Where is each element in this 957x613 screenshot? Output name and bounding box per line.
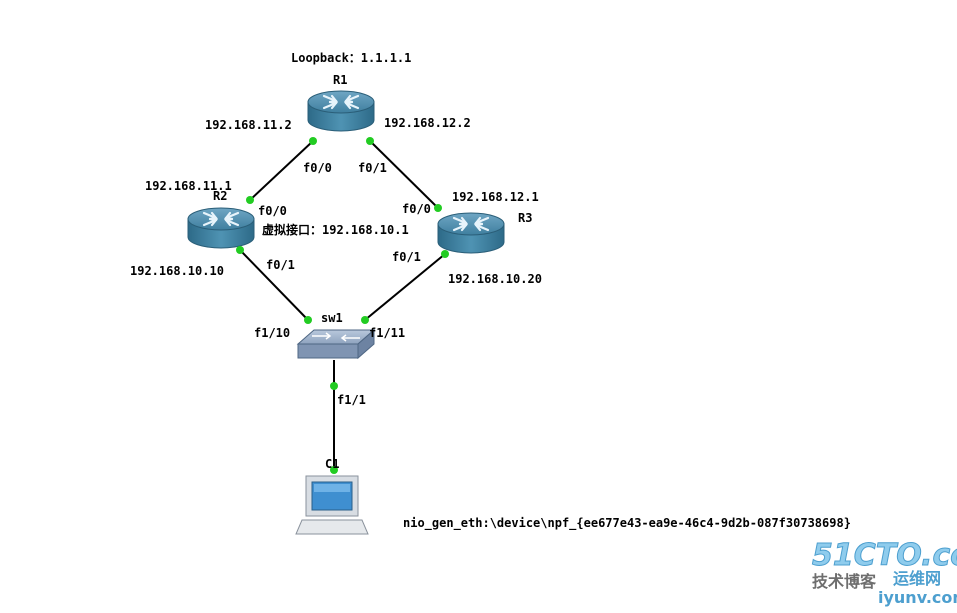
ip-r3-f00: 192.168.12.1 [452,190,539,204]
port-sw-f111: f1/11 [369,326,405,340]
watermark: 51CTO.com 技术博客 运维网 iyunv.com [812,538,957,608]
port-dot-r1-f00 [309,137,317,145]
link-r1-r2 [249,140,314,201]
switch-icon [296,328,376,360]
port-r1-f00: f0/0 [303,161,332,175]
c1-nio-label: nio_gen_eth:\device\npf_{ee677e43-ea9e-4… [403,516,851,531]
watermark-url: iyunv.com [878,588,957,607]
watermark-site: 运维网 [893,569,941,588]
router-r2[interactable] [186,206,256,250]
port-r1-f01: f0/1 [358,161,387,175]
r1-name-label: R1 [333,73,347,87]
port-dot-sw-f110 [304,316,312,324]
router-r1[interactable] [306,89,376,133]
ip-r3-f01: 192.168.10.20 [448,272,542,286]
ip-r1-f01: 192.168.12.2 [384,116,471,130]
port-dot-c1 [330,466,338,474]
watermark-text: 技术博客 [812,572,877,591]
host-c1[interactable] [295,475,369,535]
link-r2-sw1 [239,249,309,321]
port-r2-f00: f0/0 [258,204,287,218]
port-r3-f01: f0/1 [392,250,421,264]
link-r1-r3 [369,140,439,209]
ip-r2-f00: 192.168.11.1 [145,179,232,193]
r3-name-label: R3 [518,211,532,225]
router-r3[interactable] [436,211,506,255]
computer-icon [295,475,369,535]
links [239,140,446,470]
c1-name-label: C1 [325,457,339,471]
r2-virtual-label: 虚拟接口：192.168.10.1 [262,222,409,237]
r1-loopback-label: Loopback：1.1.1.1 [291,51,411,65]
router-icon [436,211,506,255]
router-icon [306,89,376,133]
port-dot-r3-f00 [434,204,442,212]
port-dot-r1-f01 [366,137,374,145]
port-dot-r3-f01 [441,250,449,258]
port-dot-sw-f11 [330,382,338,390]
switch-sw1[interactable] [296,328,376,360]
port-dots [236,137,449,474]
sw1-name-label: sw1 [321,311,343,325]
port-dot-sw-f111 [361,316,369,324]
ip-r1-f00: 192.168.11.2 [205,118,292,132]
router-icon [186,206,256,250]
ip-r2-f01: 192.168.10.10 [130,264,224,278]
port-r3-f00: f0/0 [402,202,431,216]
port-dot-r2-f01 [236,246,244,254]
r2-name-label: R2 [213,189,227,203]
port-sw-f11: f1/1 [337,393,366,407]
port-sw-f110: f1/10 [254,326,290,340]
watermark-brand: 51CTO.com [812,538,957,573]
link-r3-sw1 [364,253,446,321]
port-dot-r2-f00 [246,196,254,204]
port-r2-f01: f0/1 [266,258,295,272]
